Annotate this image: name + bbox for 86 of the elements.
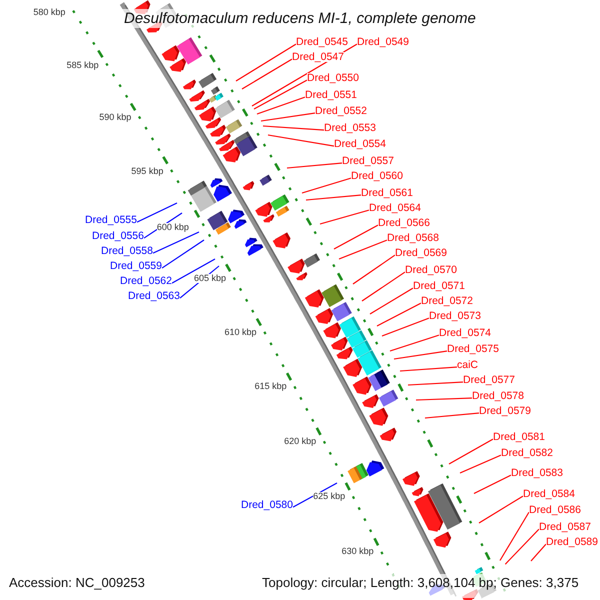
gene-label: Dred_0570 [405, 264, 457, 275]
gene-label: Dred_0575 [447, 344, 499, 354]
leader-line [376, 302, 422, 326]
leader-line [136, 202, 178, 223]
leader-line [286, 162, 342, 169]
scale-label: 615 kbp [254, 382, 287, 392]
gene-label: Dred_0589 [546, 536, 598, 547]
leader-line [424, 412, 480, 419]
gene-label: Dred_0557 [342, 156, 394, 166]
gene-label: Dred_0555 [85, 214, 137, 225]
leader-line [352, 254, 396, 284]
leader-line [460, 454, 502, 474]
leader-line [338, 240, 388, 260]
leader-line [382, 318, 430, 337]
leader-line [390, 334, 440, 352]
leader-line [306, 194, 362, 201]
scale-label: 600 kbp [156, 223, 189, 232]
scale-label: 630 kbp [342, 546, 374, 556]
gene-label: Dred_0586 [529, 504, 581, 515]
scale-label: 625 kbp [313, 492, 346, 501]
gene-label: Dred_0578 [472, 390, 524, 401]
scale-label: 585 kbp [66, 60, 99, 70]
leader-line [172, 258, 216, 284]
gene-label: Dred_0562 [120, 276, 172, 286]
leader-line [394, 350, 448, 360]
leader-line [408, 382, 464, 386]
scale-label: 590 kbp [99, 113, 132, 122]
gene-label: Dred_0560 [351, 170, 403, 181]
scale-label: 620 kbp [284, 436, 316, 446]
leader-line [530, 544, 546, 562]
gene-label: Dred_0550 [307, 72, 359, 83]
gene-label: Dred_0582 [501, 448, 553, 458]
leader-line [448, 438, 494, 464]
gene-label: caiC [457, 360, 478, 370]
leader-line [504, 528, 540, 565]
gene-label: Dred_0547 [292, 52, 344, 62]
leader-line [254, 80, 308, 110]
gene-label: Dred_0579 [479, 406, 531, 416]
gene-label: Dred_0571 [413, 280, 465, 291]
gene-label: Dred_0572 [421, 296, 473, 306]
leader-line [268, 134, 334, 147]
leader-line [242, 58, 292, 90]
leader-line [236, 44, 296, 82]
leader-line [302, 178, 352, 194]
leader-line [400, 366, 458, 372]
gene-label: Dred_0587 [539, 522, 591, 532]
gene-label: Dred_0551 [305, 90, 357, 100]
leader-line [256, 96, 306, 115]
gene-label: Dred_0581 [493, 432, 545, 442]
gene-label: Dred_0545 [296, 36, 348, 47]
leader-line [500, 512, 530, 561]
gene-label: Dred_0552 [315, 106, 367, 116]
gene-label: Dred_0559 [110, 260, 162, 271]
gene-label: Dred_0584 [523, 488, 575, 499]
gene-label: Dred_0549 [357, 36, 409, 47]
leader-line [262, 125, 324, 131]
scale-label: 610 kbp [224, 328, 257, 337]
gene-label: Dred_0561 [361, 188, 413, 198]
leader-line [416, 398, 472, 401]
leader-line [152, 232, 200, 254]
leader-line [292, 482, 338, 508]
gene-label: Dred_0577 [463, 374, 515, 385]
gene-label: Dred_0558 [101, 246, 153, 256]
leader-line [320, 210, 370, 225]
gene-label: Dred_0563 [128, 290, 180, 301]
gene-label: Dred_0566 [378, 218, 430, 228]
scale-label: 595 kbp [131, 166, 164, 176]
gene-label: Dred_0554 [334, 138, 386, 149]
gene-label: Dred_0574 [439, 328, 491, 338]
leader-line [370, 288, 414, 314]
gene-label: Dred_0583 [511, 468, 563, 478]
leader-line [334, 224, 378, 250]
scale-label: 580 kbp [33, 8, 66, 17]
leader-line [362, 272, 406, 302]
leader-line [260, 112, 316, 122]
gene-label: Dred_0568 [387, 232, 439, 243]
gene-label: Dred_0564 [369, 202, 421, 213]
leader-line [162, 240, 204, 269]
scale-label: 605 kbp [194, 274, 226, 283]
leader-line [478, 496, 524, 524]
leader-line [474, 474, 512, 494]
gene-label: Dred_0573 [429, 310, 481, 321]
gene-label: Dred_0553 [324, 122, 376, 133]
gene-label: Dred_0569 [395, 248, 447, 258]
gene-label: Dred_0556 [92, 230, 144, 241]
gene-label: Dred_0580 [241, 500, 293, 510]
